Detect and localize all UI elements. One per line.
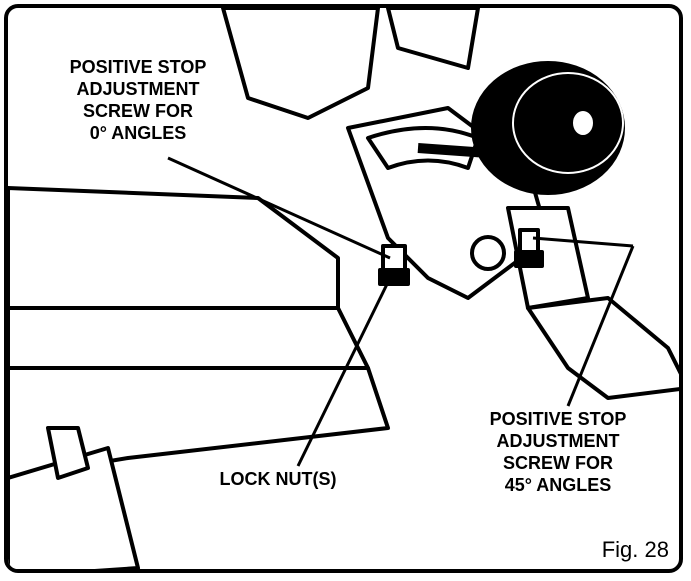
threaded-rod — [417, 143, 489, 158]
bevel-pivot-bolt — [470, 235, 506, 271]
figure-caption: Fig. 28 — [601, 537, 669, 562]
label-positive-stop-45: POSITIVE STOP ADJUSTMENT SCREW FOR 45° A… — [489, 409, 627, 495]
leader-line-locknut — [296, 275, 393, 467]
base-right — [526, 296, 679, 400]
lock-nut-45 — [514, 250, 544, 268]
leader-line-0 — [167, 156, 391, 260]
base-slot — [46, 426, 90, 480]
table-front-edge — [8, 306, 370, 370]
figure-frame: POSITIVE STOP ADJUSTMENT SCREW FOR 0° AN… — [4, 4, 683, 573]
label-lock-nut: LOCK NUT(S) — [219, 469, 337, 489]
saw-table — [8, 186, 340, 310]
lock-nut-0 — [378, 268, 410, 286]
miter-saw-illustration — [8, 8, 679, 569]
leader-line-45 — [566, 245, 635, 407]
upper-arm — [386, 8, 480, 70]
leader-line-45-top — [532, 236, 634, 248]
label-positive-stop-0: POSITIVE STOP ADJUSTMENT SCREW FOR 0° AN… — [69, 57, 207, 143]
motor-housing — [221, 8, 380, 120]
